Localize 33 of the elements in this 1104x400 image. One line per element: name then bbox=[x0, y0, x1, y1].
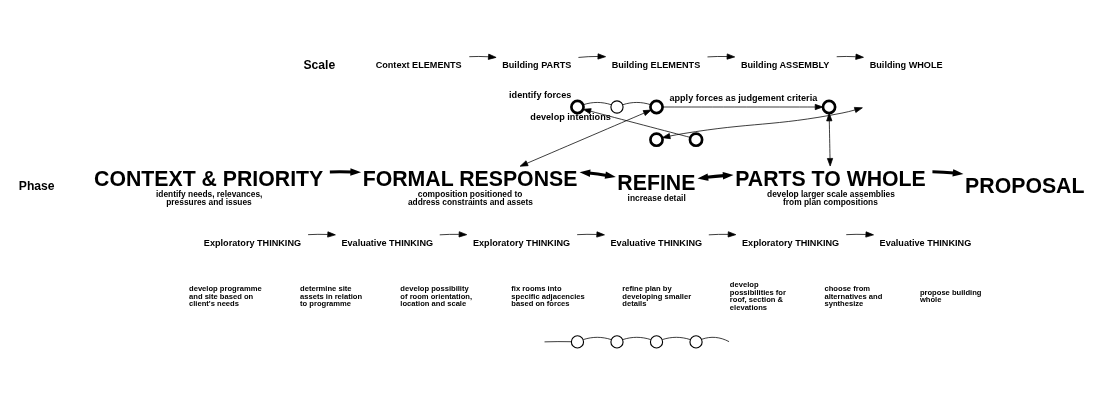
node-label: identify forces bbox=[509, 89, 572, 100]
node-text: REFINE bbox=[617, 170, 696, 195]
node-text: Exploratory THINKING bbox=[203, 237, 302, 248]
node-text: Evaluative THINKING bbox=[879, 237, 972, 248]
label: Scale bbox=[303, 57, 336, 72]
node-label: develop intentions bbox=[530, 111, 611, 122]
node-text: Context ELEMENTS bbox=[375, 59, 462, 70]
label: Phase bbox=[18, 178, 55, 193]
node-text: Building WHOLE bbox=[869, 59, 943, 70]
edge-label: apply forces as judgement criteria bbox=[669, 92, 818, 103]
node-text: Building ELEMENTS bbox=[611, 59, 701, 70]
node-text: CONTEXT & PRIORITY bbox=[94, 166, 324, 191]
node-label: identify needs, relevances, pressures and issues bbox=[155, 188, 263, 207]
node-text: PROPOSAL bbox=[965, 173, 1085, 198]
label: fix rooms into specific adjacencies based on forces bbox=[511, 283, 585, 308]
label: develop possibilities for roof, section & elevations bbox=[729, 279, 786, 312]
label: develop programme and site based on client's needs bbox=[189, 283, 262, 308]
label: determine site assets in relation to programme bbox=[300, 283, 363, 308]
label: refine plan by developing smaller details bbox=[622, 283, 692, 308]
label: choose from alternatives and synthesize bbox=[824, 283, 883, 308]
node-label: increase detail bbox=[627, 192, 686, 203]
label: propose building whole bbox=[919, 287, 982, 304]
node-text: Evaluative THINKING bbox=[341, 237, 434, 248]
node-text: Exploratory THINKING bbox=[742, 237, 840, 248]
node-text: FORMAL RESPONSE bbox=[362, 166, 578, 191]
node-text: Evaluative THINKING bbox=[610, 237, 703, 248]
node-text: Building ASSEMBLY bbox=[740, 59, 830, 70]
label: develop possibility of room orientation, location and scale bbox=[400, 283, 473, 308]
node-label: develop larger scale assemblies from plan compositions bbox=[767, 188, 895, 207]
node-text: Exploratory THINKING bbox=[472, 237, 571, 248]
node-text: PARTS TO WHOLE bbox=[735, 166, 926, 191]
node-label: composition positioned to address constraints and assets bbox=[407, 188, 533, 207]
node-text: Building PARTS bbox=[502, 59, 572, 70]
